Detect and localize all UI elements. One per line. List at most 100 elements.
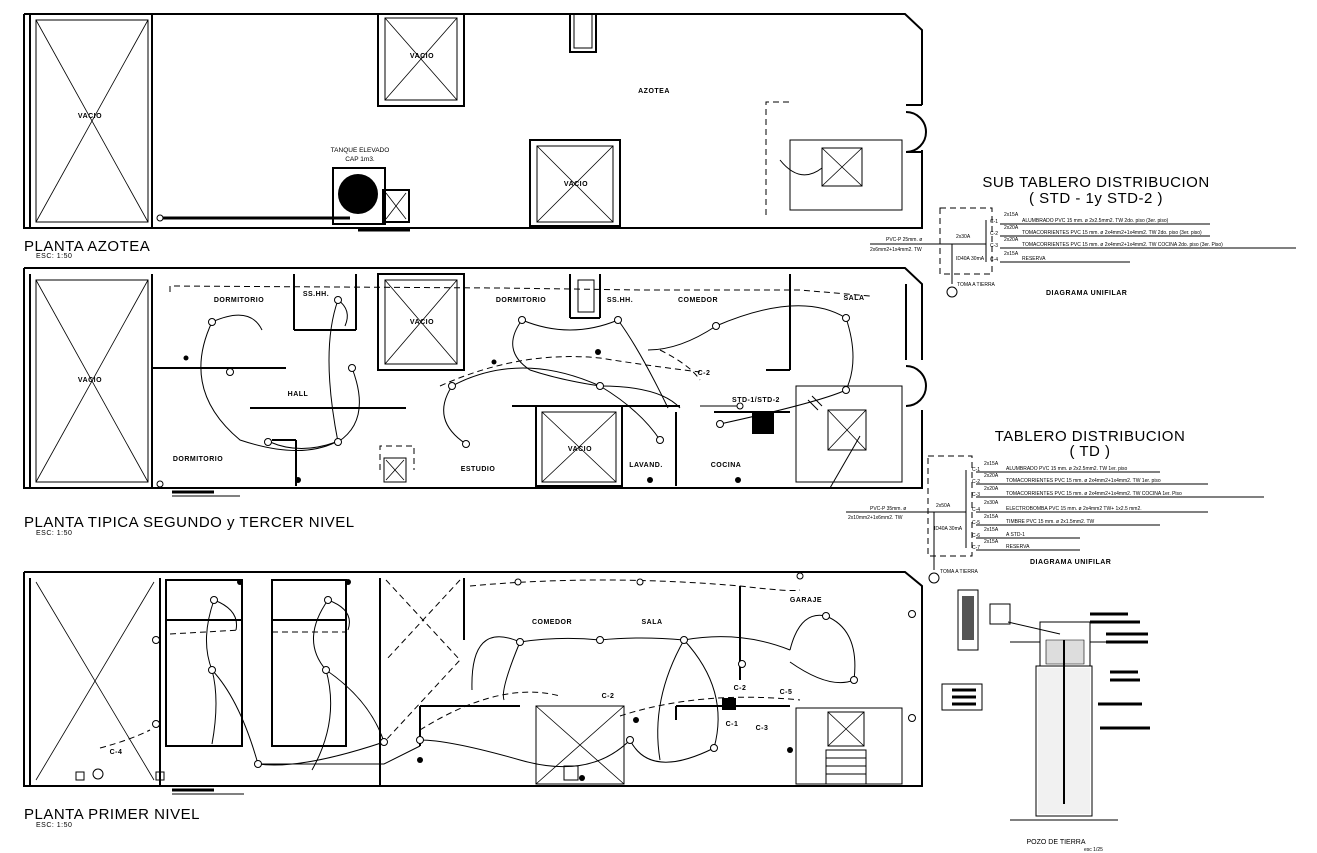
azotea-room-label: AZOTEA [638,88,670,95]
azotea-vacio-top-label: VACIO [410,53,434,60]
td-circuit-id: C-5 [972,520,980,526]
pozo-tierra-detail: POZO DE TIERRA esc 1/25 [942,590,1150,853]
primer-c5-label: C-5 [780,689,793,696]
tipica-dormitorio-2-label: DORMITORIO [496,297,546,304]
primer-comedor-label: COMEDOR [532,619,572,626]
td-main-breaker-label: 2x50A [936,503,951,509]
tanque-cap-label: CAP 1m3. [345,156,375,163]
planta-primer-title: PLANTA PRIMER NIVEL [24,806,200,823]
std-feeder-cable-label: 2x6mm2+1x4mm2. TW [870,247,922,253]
td-panel-icon [722,698,736,710]
primer-c3-label: C-3 [756,725,769,732]
td-circuit-breaker: 2x20A [984,473,999,479]
std-circuit-breaker: 2x15A [1004,212,1019,218]
td-diff-label: ID40A 30mA [934,526,963,532]
tipica-sshh-2-label: SS.HH. [607,297,633,304]
std-main-breaker-label: 2x30A [956,234,971,240]
tipica-sala-label: SALA [843,295,864,302]
std-circuit-breaker: 2x15A [1004,251,1019,257]
td-ground-label: TOMA A TIERRA [940,569,979,575]
azotea-vacio-left-label: VACIO [78,113,102,120]
td-circuit-id: C-3 [972,492,980,498]
td-circuit-id: C-4 [972,507,980,513]
std-circuit-id: C-4 [990,257,998,263]
pozo-scale: esc 1/25 [1084,847,1103,853]
td-circuit-desc: A STD-1 [1006,532,1025,538]
td-subtitle: ( TD ) [1069,443,1111,460]
tipica-vacio-left-label: VACIO [78,377,102,384]
azotea-vacio-mid-label: VACIO [564,181,588,188]
td-circuit-breaker: 2x20A [984,486,999,492]
std-circuit-desc: ALUMBRADO PVC 15 mm. ø 2x2.5mm2. TW 2do.… [1022,218,1169,224]
planta-azotea-title: PLANTA AZOTEA [24,238,151,255]
td-circuit-desc: RESERVA [1006,544,1030,550]
std-circuit-breaker: 2x20A [1004,225,1019,231]
planta-tipica-title: PLANTA TIPICA SEGUNDO y TERCER NIVEL [24,514,355,531]
std-circuit-list: C-1 2x15A ALUMBRADO PVC 15 mm. ø 2x2.5mm… [990,212,1223,263]
td-title: TABLERO DISTRIBUCION [994,428,1186,445]
std-panel-icon [752,412,774,434]
td-circuit-desc: ALUMBRADO PVC 15 mm. ø 2x2.5mm2. TW 1er.… [1006,466,1128,472]
td-circuit-id: C-2 [972,479,980,485]
tipica-lavand-label: LAVAND. [629,462,663,469]
primer-c4-label: C-4 [110,749,123,756]
std-feeder-label: PVC-P 25mm. ø [886,237,922,243]
tipica-cocina-label: COCINA [711,462,742,469]
primer-td-label: TD [723,699,733,706]
planta-primer-scale: ESC: 1:50 [36,822,73,829]
primer-garaje-label: GARAJE [790,597,822,604]
std-unifilar-diagram: PVC-P 25mm. ø 2x6mm2+1x4mm2. TW 2x30A ID… [870,208,1296,297]
std-circuit-desc: TOMACORRIENTES PVC 15 mm. ø 2x4mm2+1x4mm… [1022,230,1202,236]
tipica-dormitorio-3-label: DORMITORIO [173,456,223,463]
planta-primer-plan: COMEDOR SALA GARAJE C-2 C-2 C-5 C-1 C-3 … [24,572,922,794]
std-circuit-breaker: 2x20A [1004,237,1019,243]
td-circuit-desc: TOMACORRIENTES PVC 15 mm. ø 2x4mm2+1x4mm… [1006,478,1161,484]
td-circuit-id: C-1 [972,467,980,473]
td-circuit-breaker: 2x15A [984,461,999,467]
td-circuit-breaker: 2x15A [984,527,999,533]
std-circuit-id: C-2 [990,231,998,237]
tipica-std-label: STD-1/STD-2 [732,397,780,404]
planta-tipica-scale: ESC: 1:50 [36,530,73,537]
std-diff-label: ID40A 30mA [956,256,985,262]
tipica-vacio-bottom-label: VACIO [568,446,592,453]
td-circuit-desc: TOMACORRIENTES PVC 15 mm. ø 2x4mm2+1x4mm… [1006,491,1182,497]
td-circuit-breaker: 2x15A [984,514,999,520]
tanque-icon [338,174,378,214]
td-caption: DIAGRAMA UNIFILAR [1030,559,1112,566]
tipica-comedor-label: COMEDOR [678,297,718,304]
tipica-dormitorio-1-label: DORMITORIO [214,297,264,304]
std-ground-label: TOMA A TIERRA [957,282,996,288]
std-caption: DIAGRAMA UNIFILAR [1046,290,1128,297]
tipica-light-fixtures [157,297,850,488]
std-circuit-desc: RESERVA [1022,256,1046,262]
td-circuit-list: C-1 2x15A ALUMBRADO PVC 15 mm. ø 2x2.5mm… [972,461,1182,551]
td-circuit-desc: TIMBRE PVC 15 mm. ø 2x1.5mm2. TW [1006,519,1095,525]
tipica-c2-label: C-2 [698,370,711,377]
td-circuit-breaker: 2x15A [984,539,999,545]
td-feeder-cable-label: 2x10mm2+1x6mm2. TW [848,515,903,521]
td-circuit-id: C-6 [972,533,980,539]
primer-c1-label: C-1 [726,721,739,728]
td-circuit-desc: ELECTROBOMBA PVC 15 mm. ø 2x4mm2 TW+ 1x2… [1006,506,1142,512]
td-circuit-id: C-7 [972,545,980,551]
primer-c2a-label: C-2 [602,693,615,700]
std-circuit-id: C-1 [990,219,998,225]
tanque-label: TANQUE ELEVADO [331,147,390,154]
planta-azotea-plan: VACIO VACIO VACIO AZOTEA TANQUE ELEVADO … [24,14,926,230]
td-feeder-label: PVC-P 35mm. ø [870,506,906,512]
td-unifilar-diagram: PVC-P 35mm. ø 2x10mm2+1x6mm2. TW 2x50A I… [846,456,1264,583]
std-circuit-id: C-3 [990,243,998,249]
primer-c2b-label: C-2 [734,685,747,692]
tipica-estudio-label: ESTUDIO [461,466,496,473]
pozo-title: POZO DE TIERRA [1027,839,1086,846]
tipica-sshh-1-label: SS.HH. [303,291,329,298]
tipica-hall-label: HALL [288,391,309,398]
td-circuit-breaker: 2x30A [984,500,999,506]
std-title: SUB TABLERO DISTRIBUCION [982,174,1210,191]
std-circuit-desc: TOMACORRIENTES PVC 15 mm. ø 2x4mm2+1x4mm… [1022,242,1223,248]
planta-azotea-scale: ESC: 1:50 [36,253,73,260]
primer-light-fixtures [93,573,916,781]
tipica-vacio-mid-label: VACIO [410,319,434,326]
